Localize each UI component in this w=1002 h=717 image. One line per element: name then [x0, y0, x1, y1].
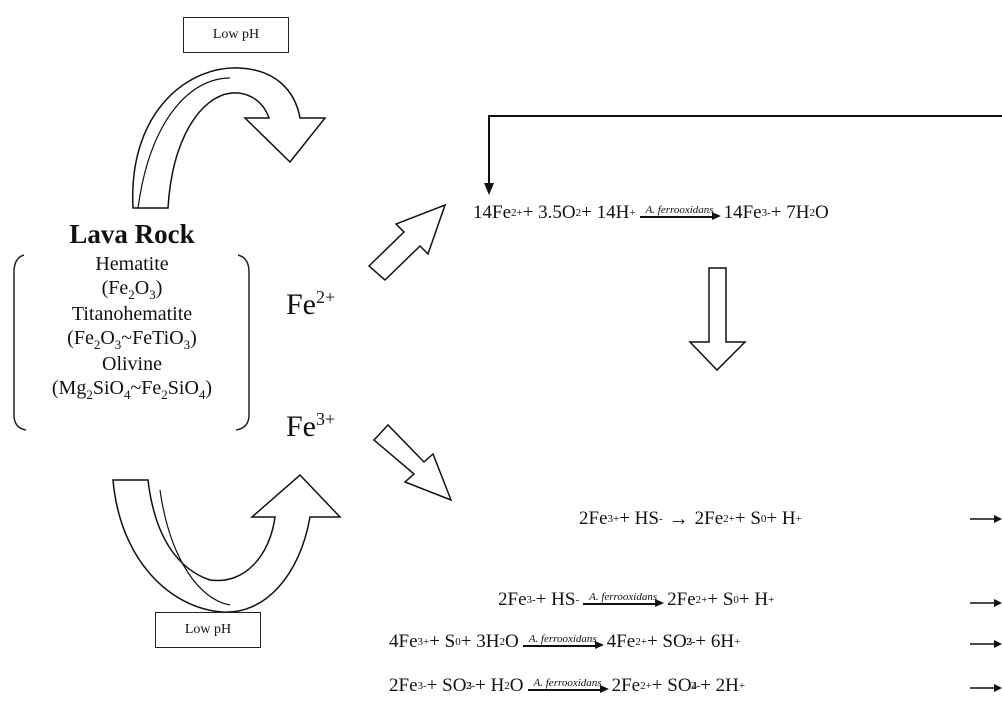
- lava-bracket-right: [235, 254, 250, 431]
- catalyst-label: A. ferrooxidans: [589, 591, 658, 604]
- mineral-olivine: Olivine: [102, 353, 162, 375]
- outgoing-arrow-3: [970, 640, 1002, 648]
- low-ph-label-bottom: Low pH: [155, 612, 261, 648]
- reaction-arrow: A. ferrooxidans: [639, 204, 721, 222]
- reaction-arrow-simple: →: [668, 508, 689, 530]
- hollow-arrow-down: [688, 267, 747, 372]
- catalyst-label: A. ferrooxidans: [533, 677, 602, 690]
- hollow-arrow-up-right: [367, 203, 447, 282]
- mineral-hematite: Hematite: [95, 253, 169, 275]
- hollow-arrow-down-right: [372, 423, 453, 502]
- curved-arrow-bottom: [112, 473, 342, 613]
- outgoing-arrow-2: [970, 599, 1002, 607]
- mineral-hematite-formula: (Fe2O3): [101, 277, 163, 302]
- ion-fe3: Fe3+: [286, 409, 336, 443]
- feedback-line: [488, 115, 1002, 186]
- outgoing-arrow-4: [970, 684, 1002, 692]
- outgoing-arrow-1: [970, 515, 1002, 523]
- reaction-arrow: A. ferrooxidans: [583, 591, 665, 609]
- ion-fe2: Fe2+: [286, 287, 336, 321]
- low-ph-label-top: Low pH: [183, 17, 289, 53]
- lava-rock-title: Lava Rock: [69, 219, 195, 249]
- mineral-olivine-formula: (Mg2SiO4~Fe2SiO4): [51, 377, 213, 402]
- catalyst-label: A. ferrooxidans: [528, 633, 597, 646]
- curved-arrow-top: [132, 67, 327, 209]
- reaction-arrow: A. ferrooxidans: [527, 677, 609, 695]
- lava-bracket-left: [13, 254, 27, 431]
- mineral-titanohematite-formula: (Fe2O3~FeTiO3): [67, 327, 197, 352]
- catalyst-label: A. ferrooxidans: [645, 204, 714, 217]
- reaction-arrow: A. ferrooxidans: [522, 633, 604, 651]
- mineral-titanohematite: Titanohematite: [71, 303, 193, 325]
- lava-rock-block: Lava Rock Hematite (Fe2O3) Titanohematit…: [12, 218, 252, 432]
